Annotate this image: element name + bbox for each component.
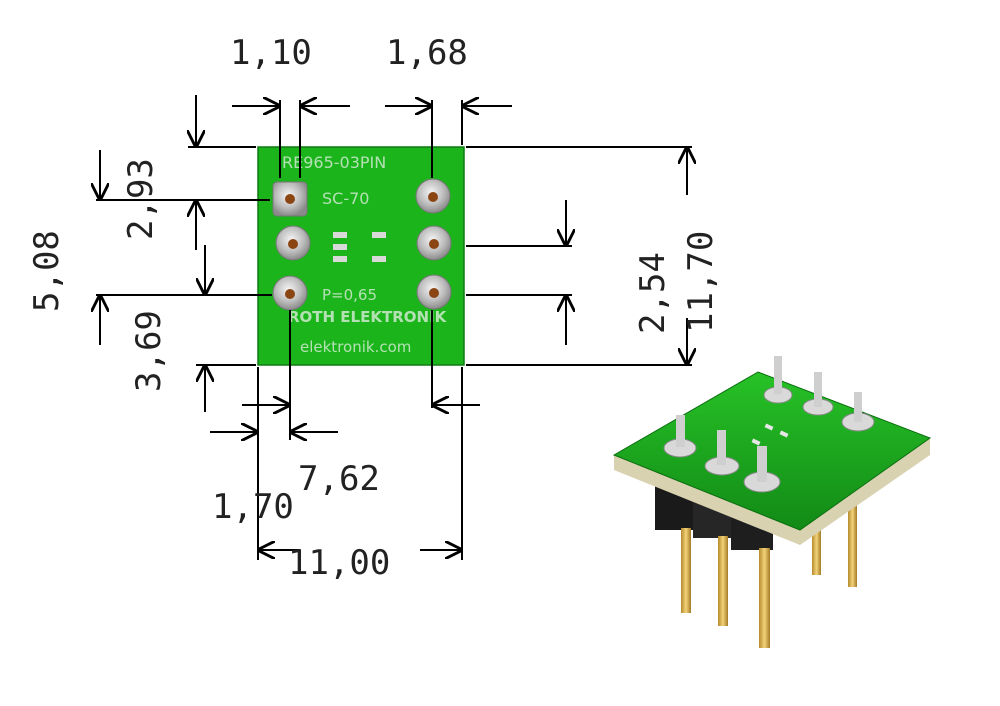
dimension-labels: 1,10 1,68 2,93 5,08 3,69 2,54 11,70 7,62… — [27, 33, 721, 583]
smd-pad — [333, 232, 347, 238]
dim-pad-width: 1,10 — [230, 33, 312, 73]
dim-top-offset: 2,93 — [121, 158, 161, 240]
gold-pin — [718, 536, 728, 626]
silk-pitch: P=0,65 — [322, 286, 377, 304]
pcb-top-view: RE965-03PIN SC-70 P=0,65 ROTH ELEKTRONIK… — [257, 146, 465, 366]
dimension-lines — [96, 95, 692, 560]
silk-web: elektronik.com — [300, 338, 411, 356]
silk-package: SC-70 — [322, 189, 369, 208]
smd-pad — [779, 430, 789, 438]
product-photo — [612, 356, 932, 648]
pad-hole — [428, 192, 438, 202]
smd-pads — [333, 232, 386, 262]
dim-bottom-offset: 3,69 — [129, 310, 169, 392]
pcb-edge — [614, 438, 930, 545]
smd-pad — [372, 256, 386, 262]
dim-pin-offset: 1,70 — [212, 487, 294, 527]
smd-pad — [333, 256, 347, 262]
pin-tip — [757, 446, 767, 482]
pin1-hole — [285, 194, 295, 204]
gold-pin — [812, 505, 821, 575]
gold-pin — [759, 548, 770, 648]
pin-tip — [854, 392, 862, 422]
pad-hole — [429, 288, 439, 298]
dim-pin-span: 7,62 — [298, 459, 380, 499]
pin-tip — [717, 430, 726, 465]
silk-part-number: RE965-03PIN — [282, 153, 386, 172]
dim-total-width: 11,00 — [288, 543, 390, 583]
smd-pad — [333, 244, 347, 250]
gold-pin — [681, 528, 691, 613]
pin-tip — [774, 356, 782, 394]
dim-total-height: 11,70 — [681, 231, 721, 333]
silk-brand: ROTH ELEKTRONIK — [288, 308, 448, 326]
pin-tip — [676, 415, 685, 447]
pad-hole — [429, 239, 439, 249]
pad-hole — [285, 289, 295, 299]
pin-tip — [814, 372, 822, 407]
gold-pin — [848, 500, 857, 587]
dim-height-right: 2,54 — [633, 252, 673, 334]
pcb-top — [612, 371, 932, 531]
smd-pad — [764, 423, 774, 431]
dim-height-left: 5,08 — [27, 230, 67, 312]
dim-pad-gap: 1,68 — [386, 33, 468, 73]
pad-hole — [288, 239, 298, 249]
smd-pad — [751, 438, 761, 446]
smd-pad — [372, 232, 386, 238]
